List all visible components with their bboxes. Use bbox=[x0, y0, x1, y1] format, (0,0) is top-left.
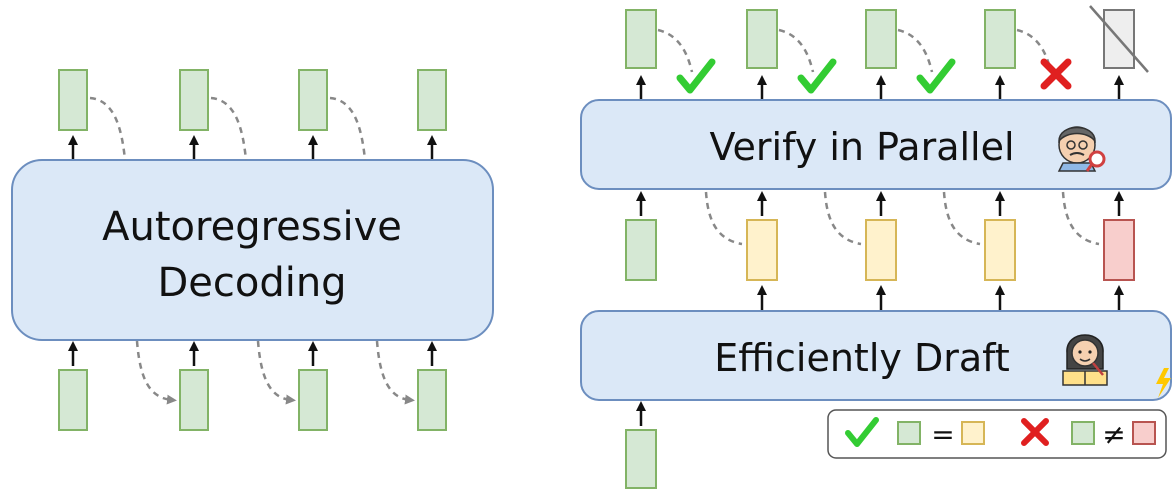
verify-block bbox=[580, 99, 1172, 190]
legend-yellow-token bbox=[961, 421, 985, 445]
input-token bbox=[58, 369, 88, 431]
left-feedback-bottom bbox=[135, 340, 415, 405]
draft-output-arrows bbox=[757, 285, 1124, 310]
autoregressive-block bbox=[11, 159, 494, 341]
input-token bbox=[417, 369, 447, 431]
draft-token bbox=[746, 219, 778, 281]
right-panel: Verify in Parallel Efficiently Draft bbox=[580, 5, 1172, 489]
verified-token bbox=[746, 9, 778, 69]
verify-output-arrows bbox=[636, 75, 1124, 99]
prefix-token bbox=[625, 219, 657, 281]
left-input-tokens bbox=[58, 369, 447, 431]
verified-output-tokens bbox=[625, 5, 1149, 73]
feedback-curve bbox=[329, 96, 367, 161]
draft-block bbox=[580, 310, 1172, 401]
lightning-icon bbox=[1156, 368, 1171, 398]
left-feedback-top bbox=[89, 96, 367, 161]
verify-label: Verify in Parallel bbox=[709, 125, 1014, 169]
draft-feedback-curves bbox=[704, 191, 1100, 246]
cross-icon bbox=[1021, 418, 1049, 446]
feedback-curve bbox=[375, 340, 415, 405]
legend: = ≠ bbox=[827, 409, 1167, 459]
feedback-curve bbox=[210, 96, 248, 161]
left-output-arrows bbox=[68, 135, 437, 159]
rejected-draft-token bbox=[1103, 219, 1135, 281]
left-output-tokens bbox=[58, 69, 447, 131]
cross-icon bbox=[1040, 58, 1072, 90]
verify-input-arrows bbox=[636, 191, 1124, 216]
legend-red-token bbox=[1132, 421, 1156, 445]
draft-token bbox=[865, 219, 897, 281]
check-icon bbox=[916, 58, 956, 94]
left-panel: Autoregressive Decoding bbox=[11, 69, 494, 431]
input-token bbox=[298, 369, 328, 431]
draft-input-token bbox=[625, 429, 657, 489]
verified-token bbox=[865, 9, 897, 69]
output-token bbox=[58, 69, 88, 131]
verify-marks bbox=[676, 58, 1072, 94]
discarded-token bbox=[1089, 5, 1149, 73]
autoregressive-title-line2: Decoding bbox=[157, 260, 346, 306]
legend-green-token bbox=[1071, 421, 1095, 445]
verified-token bbox=[625, 9, 657, 69]
output-token bbox=[179, 69, 209, 131]
output-token bbox=[417, 69, 447, 131]
verify-compare-curves bbox=[657, 28, 1053, 73]
feedback-curve bbox=[135, 340, 177, 405]
check-icon bbox=[797, 58, 837, 94]
feedback-curve bbox=[89, 96, 127, 161]
legend-equal-symbol: = bbox=[931, 418, 954, 451]
draft-label: Efficiently Draft bbox=[714, 336, 1009, 380]
left-input-arrows bbox=[68, 341, 437, 366]
draft-token bbox=[984, 219, 1016, 281]
middle-tokens bbox=[625, 219, 1135, 281]
check-icon bbox=[676, 58, 716, 94]
autoregressive-title-line1: Autoregressive bbox=[102, 204, 402, 250]
feedback-curve bbox=[256, 340, 296, 405]
output-token bbox=[298, 69, 328, 131]
verified-token bbox=[984, 9, 1016, 69]
legend-not-equal-symbol: ≠ bbox=[1102, 418, 1125, 451]
legend-green-token bbox=[897, 421, 921, 445]
drafter-avatar-icon bbox=[1062, 334, 1108, 386]
verifier-avatar-icon bbox=[1057, 126, 1106, 172]
input-token bbox=[179, 369, 209, 431]
check-icon bbox=[845, 417, 879, 447]
